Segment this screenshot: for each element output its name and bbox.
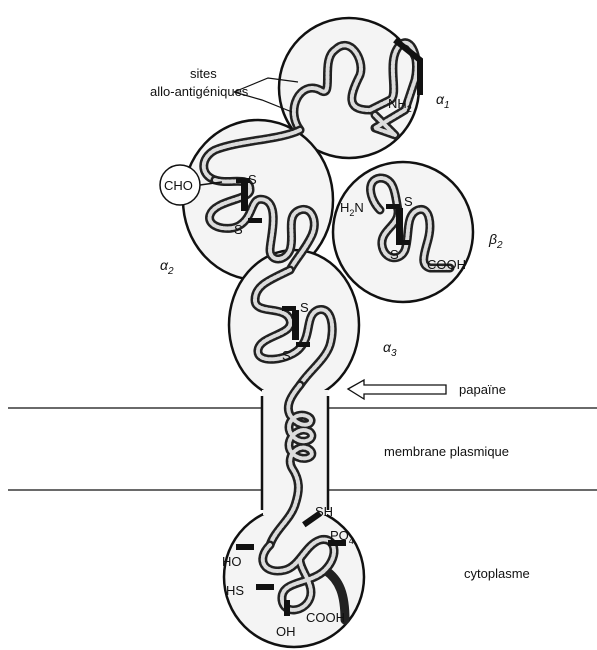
label-alpha2: α2: [160, 257, 174, 277]
label-papaine: papaïne: [459, 382, 506, 397]
label-sites: sites: [190, 66, 217, 81]
label-membrane-plasmique: membrane plasmique: [384, 444, 509, 459]
label-s-alpha3-bottom: S: [282, 348, 291, 363]
alpha2-disulfide-bond: [241, 183, 248, 211]
alpha3-s-mark-bottom: [296, 342, 310, 347]
ho-bar: [236, 544, 254, 550]
label-alpha1: α1: [436, 91, 450, 111]
label-hs: HS: [226, 583, 244, 598]
label-allo-antigeniques: allo-antigéniques: [150, 84, 249, 99]
hs-bar: [256, 584, 274, 590]
label-s-beta2-bottom: S: [390, 247, 399, 262]
label-s-alpha2-top: S: [248, 172, 257, 187]
label-ho: HO: [222, 554, 242, 569]
label-s-alpha3-top: S: [300, 300, 309, 315]
label-cytoplasme: cytoplasme: [464, 566, 530, 581]
beta2-disulfide-bond: [396, 208, 403, 240]
label-cooh-beta2: COOH: [427, 257, 466, 272]
label-s-beta2-top: S: [404, 194, 413, 209]
beta2-s-mark-top: [386, 204, 400, 209]
label-beta2: β2: [488, 231, 503, 251]
label-sh: SH: [315, 504, 333, 519]
alpha2-s-mark-bottom: [248, 218, 262, 223]
label-cooh-cytoplasmic: COOH: [306, 610, 345, 625]
beta2-s-mark-bottom: [396, 240, 410, 245]
alpha3-s-mark-top: [282, 306, 296, 311]
oh-bar: [284, 600, 290, 616]
label-alpha3: α3: [383, 339, 397, 359]
papain-arrow: [348, 380, 446, 399]
label-cho: CHO: [164, 178, 193, 193]
label-oh: OH: [276, 624, 296, 639]
label-s-alpha2-bottom: S: [234, 222, 243, 237]
alpha3-disulfide-bond: [292, 310, 299, 340]
